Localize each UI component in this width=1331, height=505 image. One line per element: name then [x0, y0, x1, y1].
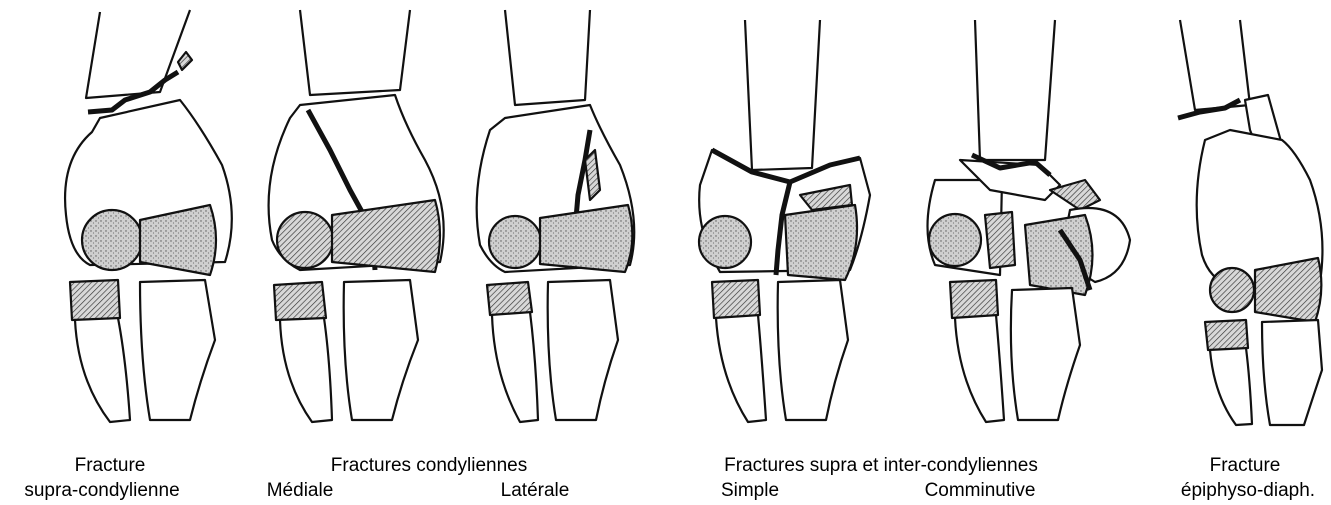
caption-inter-title: Fractures supra et inter-condyliennes — [724, 455, 1038, 477]
caption-supra-line1: Fracture — [75, 455, 146, 477]
elbow-lateral-condyle — [477, 10, 635, 422]
caption-condyliennes-title: Fractures condyliennes — [331, 455, 527, 477]
elbow-intercondylar-simple — [699, 20, 870, 422]
caption-simple: Simple — [721, 480, 779, 502]
caption-laterale: Latérale — [501, 480, 570, 502]
caption-epiphyso-line2: épiphyso-diaph. — [1181, 480, 1315, 502]
elbow-fracture-illustrations — [0, 0, 1331, 430]
elbow-supra-condylar — [65, 10, 232, 422]
caption-epiphyso-line1: Fracture — [1210, 455, 1281, 477]
elbow-medial-condyle — [269, 10, 444, 422]
caption-supra-line2: supra-condylienne — [24, 480, 179, 502]
elbow-epiphyseal-diaphyseal — [1178, 20, 1322, 425]
caption-comminutive: Comminutive — [925, 480, 1036, 502]
elbow-intercondylar-comminuted — [928, 20, 1131, 422]
caption-mediale: Médiale — [267, 480, 334, 502]
